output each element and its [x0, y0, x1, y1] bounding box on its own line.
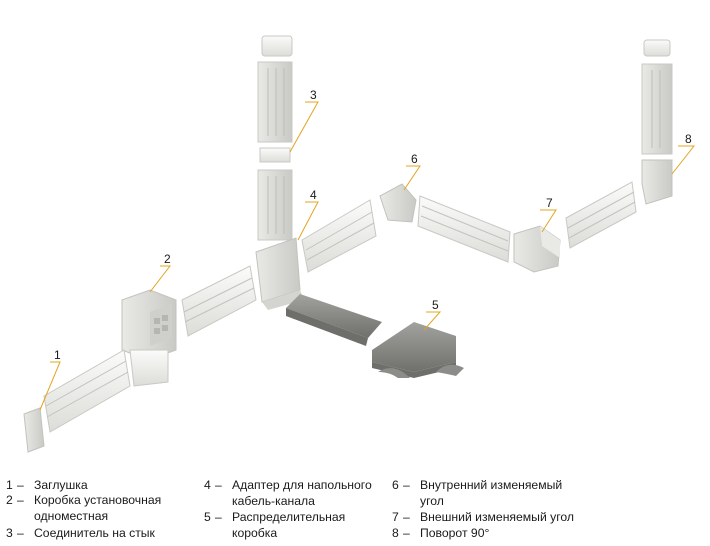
- legend-number: 1: [6, 478, 13, 492]
- callout-7: 7: [546, 196, 553, 210]
- callout-8: 8: [685, 132, 692, 146]
- legend-text: Внутренний изменяемый угол: [420, 478, 563, 508]
- channel-segment-back: [417, 195, 511, 263]
- leader-line-7: [540, 209, 557, 233]
- legend-item-6: 6 – Внутренний изменяемый угол: [392, 478, 562, 509]
- callout-2: 2: [164, 252, 171, 266]
- inner-corner: [379, 183, 417, 223]
- legend-text: Соединитель на стык: [34, 526, 155, 540]
- legend: 1 – Заглушка 2 – Коробка установочная од…: [0, 478, 710, 544]
- channel-segment-right: [565, 181, 637, 249]
- legend-text: Адаптер для напольного кабель-канала: [232, 478, 372, 508]
- callout-1: 1: [54, 348, 61, 362]
- legend-number: 6: [392, 478, 399, 492]
- legend-number: 3: [6, 526, 13, 540]
- legend-text: Коробка установочная одноместная: [34, 493, 162, 523]
- vertical-channel-top: [257, 35, 293, 163]
- legend-dash: –: [403, 510, 410, 524]
- leader-line-1: [39, 361, 61, 411]
- end-cap: [23, 407, 45, 453]
- legend-item-8: 8 – Поворот 90°: [392, 526, 489, 542]
- legend-item-7: 7 – Внешний изменяемый угол: [392, 510, 574, 526]
- floor-channel: [286, 294, 382, 346]
- legend-item-1: 1 – Заглушка: [6, 478, 88, 494]
- legend-text: Распределительная коробка: [232, 510, 346, 540]
- legend-dash: –: [17, 526, 24, 540]
- mounting-box: [121, 289, 177, 387]
- callout-4: 4: [310, 188, 317, 202]
- turn-90-degree: [641, 159, 673, 205]
- leader-line-4: [297, 201, 319, 241]
- floor-channel-adapter: [255, 237, 304, 310]
- legend-dash: –: [17, 493, 24, 507]
- legend-number: 5: [204, 510, 211, 524]
- leader-line-5: [423, 311, 442, 331]
- leader-line-2: [149, 265, 172, 293]
- legend-dash: –: [215, 478, 222, 492]
- outer-corner: [513, 225, 561, 273]
- callout-6: 6: [411, 152, 418, 166]
- channel-segment-front: [43, 349, 131, 433]
- callout-3: 3: [310, 88, 317, 102]
- legend-text: Внешний изменяемый угол: [420, 510, 575, 524]
- legend-item-4: 4 – Адаптер для напольного кабель-канала: [204, 478, 372, 509]
- legend-number: 8: [392, 526, 399, 540]
- leader-line-8: [671, 145, 696, 175]
- legend-number: 2: [6, 493, 13, 507]
- legend-number: 7: [392, 510, 399, 524]
- legend-text: Поворот 90°: [420, 526, 490, 540]
- channel-segment-upper-left: [301, 199, 377, 273]
- legend-dash: –: [215, 510, 222, 524]
- leader-line-3: [289, 101, 319, 153]
- vertical-channel-middle: [257, 169, 293, 241]
- legend-item-3: 3 – Соединитель на стык: [6, 526, 155, 542]
- cable-channel-system-diagram: 1 2 3 4 5 6 7 8: [23, 35, 696, 453]
- leader-lines: [39, 101, 696, 411]
- legend-dash: –: [17, 478, 24, 492]
- legend-item-5: 5 – Распределительная коробка: [204, 510, 345, 541]
- legend-dash: –: [403, 478, 410, 492]
- channel-segment-middle: [181, 265, 257, 337]
- legend-text: Заглушка: [34, 478, 88, 492]
- distribution-box: [372, 322, 464, 378]
- legend-number: 4: [204, 478, 211, 492]
- legend-item-2: 2 – Коробка установочная одноместная: [6, 493, 161, 524]
- leader-line-6: [403, 165, 421, 191]
- vertical-channel-right: [641, 39, 673, 155]
- callout-5: 5: [432, 298, 439, 312]
- legend-dash: –: [403, 526, 410, 540]
